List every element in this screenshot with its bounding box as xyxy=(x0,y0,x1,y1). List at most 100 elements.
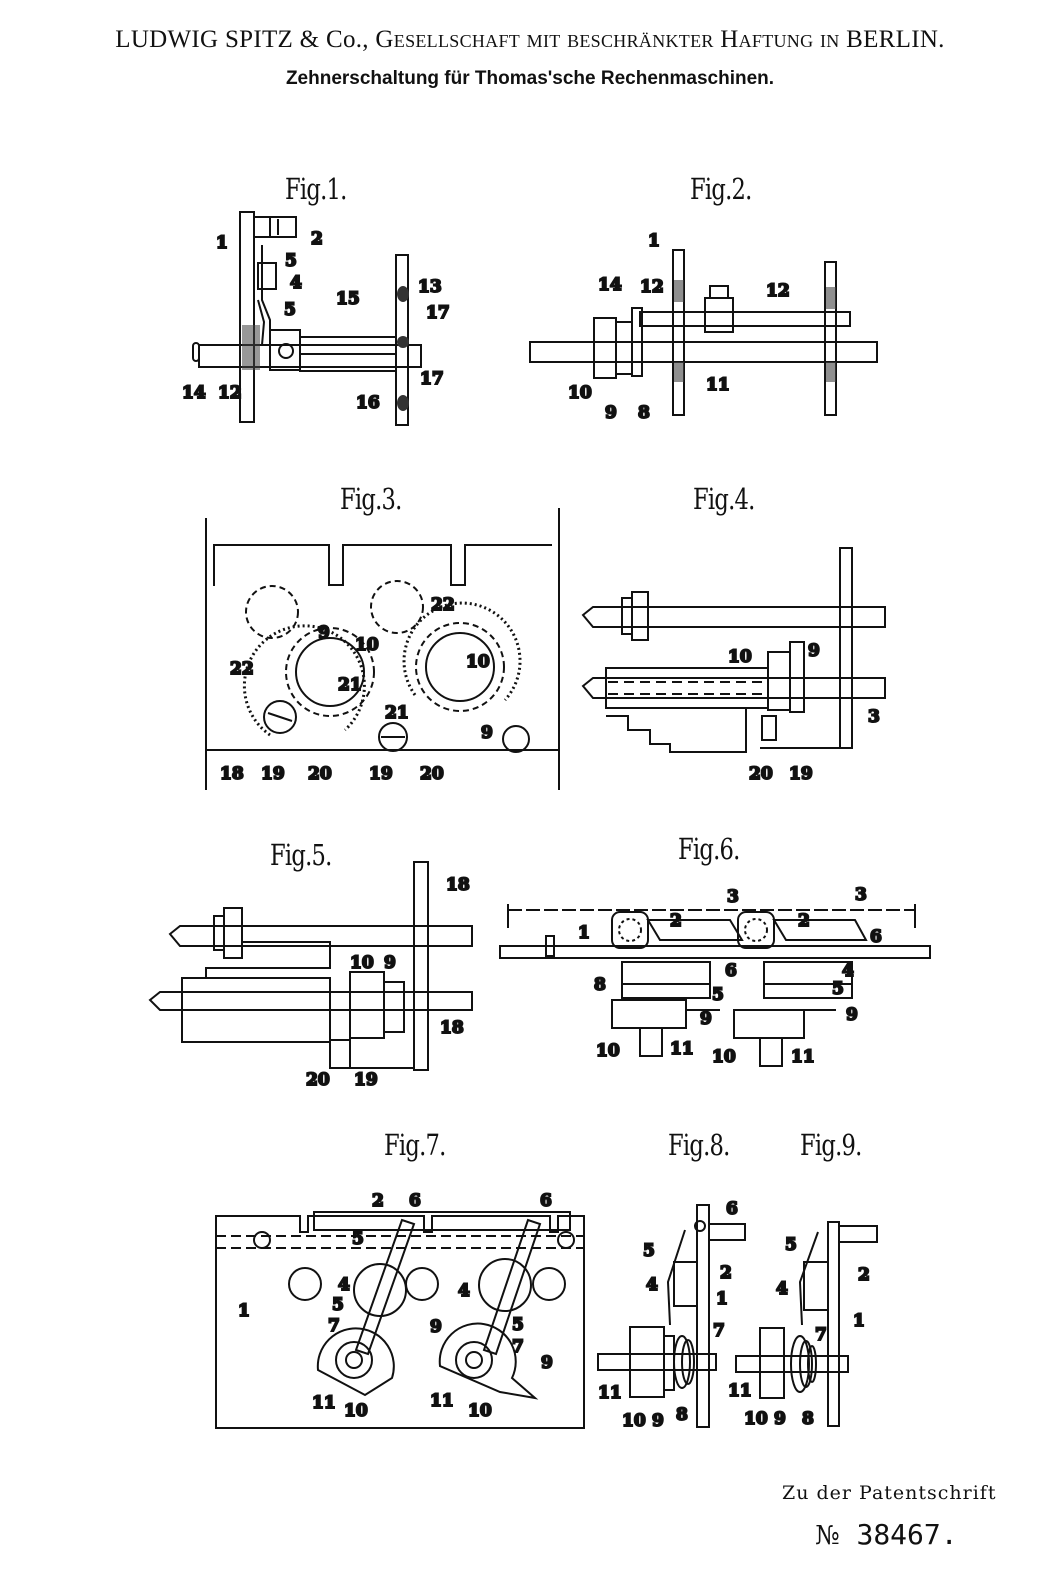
fig1-callouts: 1 2 5 4 5 15 13 17 17 16 14 12 xyxy=(181,228,451,414)
fig6-label: 11 xyxy=(791,1047,815,1067)
fig6-label: 3 xyxy=(727,887,739,907)
fig3-label: 20 xyxy=(308,764,332,784)
fig1-drawing xyxy=(192,211,422,426)
fig3-label: 9 xyxy=(481,723,493,743)
fig9-label: 7 xyxy=(815,1325,827,1345)
fig2-callouts: 1 14 12 12 10 9 8 11 xyxy=(567,230,791,424)
fig6-label: 9 xyxy=(846,1005,858,1025)
fig7-label: 5 xyxy=(352,1229,364,1249)
fig2-label: 9 xyxy=(605,403,617,423)
fig4-callouts: 10 9 3 20 19 xyxy=(727,640,881,785)
number-sign: № xyxy=(815,1521,840,1551)
fig6-label: 6 xyxy=(725,961,737,981)
fig1-label: 17 xyxy=(426,303,450,323)
fig3-label: 22 xyxy=(431,595,455,615)
fig9-drawing xyxy=(735,1221,878,1427)
fig8-drawing xyxy=(597,1204,746,1428)
legal-form: Gesellschaft mit beschränkter Haftung in xyxy=(375,26,840,53)
fig4-drawing xyxy=(581,547,886,753)
fig2-label: 11 xyxy=(706,375,730,395)
fig7-label: 10 xyxy=(468,1401,492,1421)
fig8-label: 9 xyxy=(652,1411,664,1431)
fig5-callouts: 18 10 9 18 20 19 xyxy=(305,874,471,1091)
fig7-title: Fig.7. xyxy=(384,1128,446,1162)
fig5-label: 10 xyxy=(350,953,374,973)
fig7-label: 11 xyxy=(430,1391,454,1411)
fig3-drawing xyxy=(205,508,560,790)
fig5-drawing xyxy=(148,861,473,1071)
fig9-label: 10 xyxy=(744,1409,768,1429)
fig5-label: 20 xyxy=(306,1070,330,1090)
fig7-label: 10 xyxy=(344,1401,368,1421)
fig8-label: 10 xyxy=(622,1411,646,1431)
fig7-label: 4 xyxy=(338,1275,350,1295)
fig7-drawing xyxy=(215,1211,585,1429)
fig6-label: 2 xyxy=(670,911,682,931)
fig8-label: 1 xyxy=(716,1289,728,1309)
fig3-label: 10 xyxy=(466,652,490,672)
fig1-label: 2 xyxy=(311,229,323,249)
fig4-label: 19 xyxy=(789,764,813,784)
fig7-label: 7 xyxy=(512,1337,524,1357)
fig6-label: 4 xyxy=(842,961,854,981)
fig6-drawing xyxy=(499,904,931,1067)
fig4-title: Fig.4. xyxy=(693,482,755,516)
fig2-drawing xyxy=(529,249,878,416)
fig8-label: 4 xyxy=(646,1275,658,1295)
fig8-label: 7 xyxy=(713,1321,725,1341)
fig8-label: 8 xyxy=(676,1405,688,1425)
fig3-label: 10 xyxy=(355,635,379,655)
fig2-label: 14 xyxy=(598,275,622,295)
fig6-label: 11 xyxy=(670,1039,694,1059)
fig1-label: 4 xyxy=(290,273,302,293)
fig9-label: 1 xyxy=(853,1311,865,1331)
fig7-label: 11 xyxy=(312,1393,336,1413)
patent-number-value: 38467. xyxy=(856,1518,958,1551)
fig3-callouts: 22 9 10 22 10 21 21 9 18 19 20 19 20 xyxy=(219,594,494,785)
fig3-label: 22 xyxy=(230,659,254,679)
fig3-label: 19 xyxy=(369,764,393,784)
fig7-label: 6 xyxy=(409,1191,421,1211)
fig7-label: 4 xyxy=(458,1281,470,1301)
fig9-title: Fig.9. xyxy=(800,1128,862,1162)
fig9-label: 9 xyxy=(774,1409,786,1429)
fig3-title: Fig.3. xyxy=(340,482,402,516)
fig9-label: 11 xyxy=(728,1381,752,1401)
fig9-label: 5 xyxy=(785,1235,797,1255)
fig2-label: 12 xyxy=(766,281,790,301)
fig7-label: 9 xyxy=(430,1317,442,1337)
fig1-label: 1 xyxy=(216,233,228,253)
fig1-title: Fig.1. xyxy=(285,172,347,206)
fig8-label: 2 xyxy=(720,1263,732,1283)
patent-number: № 38467. xyxy=(815,1518,958,1551)
fig3-label: 19 xyxy=(261,764,285,784)
fig9-label: 2 xyxy=(858,1265,870,1285)
fig6-callouts: 3 3 2 2 1 6 6 4 8 5 5 9 9 10 11 10 11 xyxy=(577,884,883,1068)
sheet-title: LUDWIG SPITZ & Co., Gesellschaft mit bes… xyxy=(0,26,1060,54)
fig3-label: 21 xyxy=(385,703,409,723)
fig8-label: 5 xyxy=(643,1241,655,1261)
fig9-callouts: 5 2 4 1 7 11 10 9 8 xyxy=(727,1234,871,1430)
fig1-label: 17 xyxy=(420,369,444,389)
fig7-label: 2 xyxy=(372,1191,384,1211)
patent-reference-line: Zu der Patentschrift xyxy=(782,1482,997,1504)
fig8-label: 11 xyxy=(598,1383,622,1403)
fig8-callouts: 6 5 2 4 1 7 11 10 9 8 xyxy=(597,1198,739,1432)
fig4-label: 10 xyxy=(728,647,752,667)
fig7-label: 1 xyxy=(238,1301,250,1321)
fig1-label: 5 xyxy=(285,251,297,271)
fig6-title: Fig.6. xyxy=(678,832,740,866)
fig2-title: Fig.2. xyxy=(690,172,752,206)
fig1-label: 16 xyxy=(356,393,380,413)
fig1-label: 15 xyxy=(336,289,360,309)
fig5-label: 18 xyxy=(446,875,470,895)
fig7-label: 5 xyxy=(512,1315,524,1335)
fig1-label: 13 xyxy=(418,277,442,297)
fig6-label: 5 xyxy=(832,979,844,999)
fig6-label: 8 xyxy=(594,975,606,995)
city: BERLIN. xyxy=(846,26,945,53)
fig3-label: 9 xyxy=(318,623,330,643)
fig1-label: 5 xyxy=(284,300,296,320)
fig2-label: 8 xyxy=(638,403,650,423)
fig5-label: 9 xyxy=(384,953,396,973)
